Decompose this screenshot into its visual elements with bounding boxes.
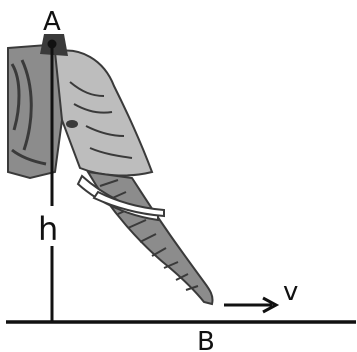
- label-v: v: [283, 277, 298, 307]
- label-h: h: [38, 210, 58, 248]
- point-a-marker: [47, 39, 57, 49]
- label-b: B: [197, 327, 215, 352]
- elephant-ear-shading: [10, 59, 47, 166]
- elephant-illustration: [7, 34, 214, 306]
- velocity-arrow: [224, 296, 280, 314]
- elephant-tusk-back: [92, 190, 165, 218]
- elephant-trunk: [86, 170, 214, 306]
- height-label-gap: [34, 206, 70, 246]
- velocity-arrow-head: [262, 296, 280, 314]
- elephant-eye: [66, 120, 78, 128]
- label-a: A: [43, 7, 61, 37]
- elephant-wrinkles: [69, 81, 133, 159]
